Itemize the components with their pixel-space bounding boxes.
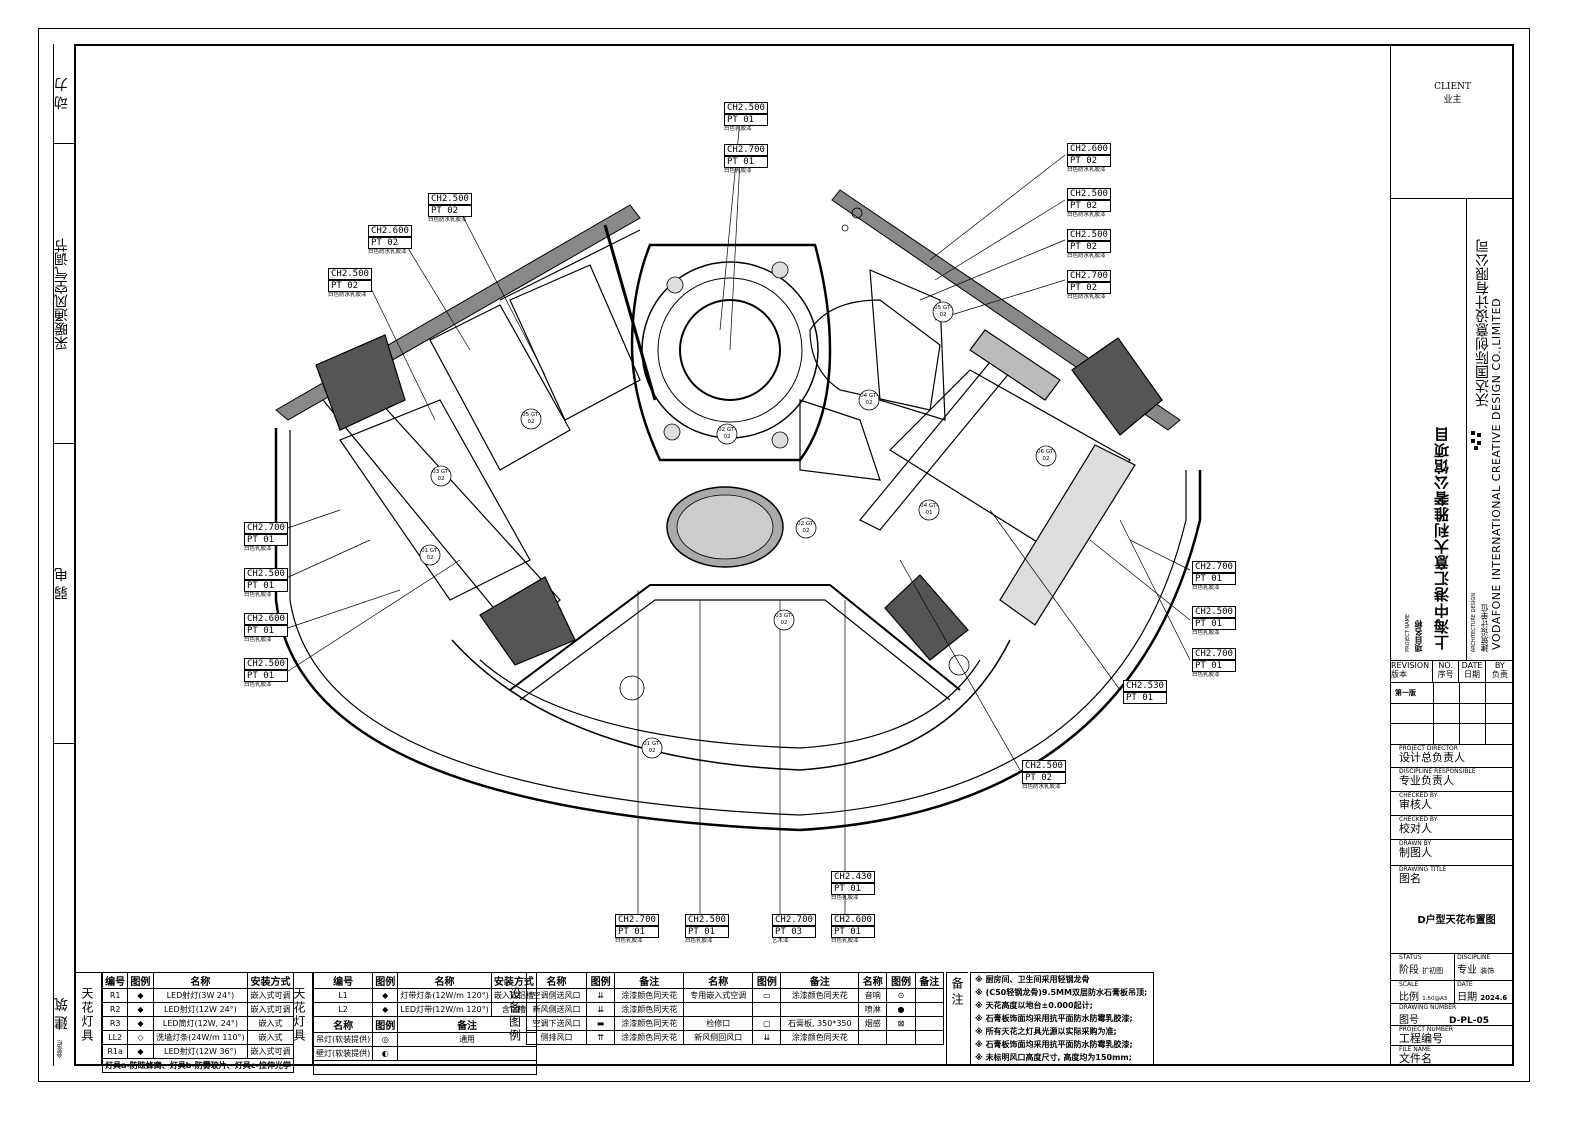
company-logo <box>1471 431 1481 450</box>
table-row: R1◆LED射灯(3W 24°)嵌入式可调 <box>101 988 294 1003</box>
table-row: 空调侧送风口⇊涂漆颜色同天花专用嵌入式空调▭涂漆颜色同天花音响⊙ <box>526 988 945 1003</box>
note-item: ※ 天花高度以地台±0.000起计; <box>975 1001 1093 1010</box>
rev-no-header: NO.序号 <box>1433 661 1460 682</box>
arch-design-label-cn: 建筑设计单位 <box>1480 604 1489 652</box>
client-label-en: CLIENT <box>1434 82 1471 92</box>
arch-design-label-en: ARCHITECTURE DESIGN <box>1471 592 1477 652</box>
signoff-strip: 动 力 采暖通风空气调节 弱 电 建 筑 <box>53 44 75 1066</box>
note-item: ※ 未标明风口高度尺寸, 高度均为150mm; <box>975 1053 1132 1062</box>
company-name-en: VODAFONE INTERNATIONAL CREATIVE DESIGN C… <box>1490 297 1503 650</box>
table-row: 新风侧送风口⇊涂漆颜色同天花喷淋● <box>526 1002 945 1017</box>
drawing-number: D-PL-05 <box>1449 1016 1489 1026</box>
room-tag: 06 GT-02 <box>1037 449 1055 462</box>
note-item: ※ 石膏板饰面均采用抗平面防水防霉乳胶漆; <box>975 1040 1133 1049</box>
signoff-small-label: 会签栏 <box>57 1040 64 1058</box>
room-tag: 03 GT-02 <box>775 613 793 626</box>
lights-note: 灯具a-防眩蜂窝、灯具b-防雾玻片、灯具c-拉伸光学 <box>102 1058 294 1073</box>
note-item: ※ 石膏板饰面均采用抗平面防水防霉乳胶漆; <box>975 1014 1133 1023</box>
notes-label: 备注 <box>950 977 964 1009</box>
table-row: 壁灯(软装提供)◐ <box>312 1046 537 1061</box>
rev-first-entry: 第一版 <box>1395 689 1416 697</box>
client-label-cn: 业主 <box>1443 95 1462 105</box>
table-row: R3◆LED筒灯(12W, 24°)嵌入式 <box>101 1016 294 1031</box>
project-name: 上海中港汇意大利雅奢公馆项目 <box>1433 426 1451 650</box>
title-block: CLIENT 业主 PROJECT NAME 项目名称 上海中港汇意大利雅奢公馆… <box>1390 44 1514 1066</box>
project-name-label-en: PROJECT NAME <box>1405 614 1411 652</box>
lights2-table: 编号图例名称安装方式 L1◆灯带灯条(12W/m 120°)嵌入式铝槽 L2◆L… <box>312 972 537 1075</box>
room-tag: 04 GT-02 <box>860 393 878 406</box>
note-item: ※ (C50轻钢龙骨)9.5MM双层防水石膏板吊顶; <box>975 988 1148 997</box>
legend: 天花灯具 编号图例名称安装方式 R1◆LED射灯(3W 24°)嵌入式可调 R2… <box>74 972 1154 1075</box>
room-tag: 02 GT-02 <box>797 521 815 534</box>
ceiling-plan-drawing <box>274 119 1202 920</box>
room-tag: 03 GT-02 <box>432 469 450 482</box>
table-row: 侧排风口⇈涂漆颜色同天花新风侧回风口⇊涂漆颜色同天花 <box>526 1030 945 1045</box>
table-row: L2◆LED灯带(12W/m 120°)含铝槽 <box>312 1002 537 1017</box>
equipment-legend-label: 设备图例 <box>507 987 522 1043</box>
outer-frame <box>38 28 1530 1082</box>
table-row: R1a◆LED射灯(12W 36°)嵌入式可调 <box>101 1044 294 1059</box>
room-tag: 05 GT-02 <box>522 412 540 425</box>
inner-frame <box>74 44 1514 1066</box>
table-row: R2◆LED射灯(12W 24°)嵌入式可调 <box>101 1002 294 1017</box>
lights2-legend-label: 天花灯具 <box>292 987 306 1043</box>
note-item: ※ 厨房间、卫生间采用轻钢龙骨 <box>975 975 1090 984</box>
table-row: LL2◇洗墙灯条(24W/m 110°)嵌入式 <box>101 1030 294 1045</box>
note-item: ※ 所有天花之灯具光源以实际采购为准; <box>975 1027 1117 1036</box>
table-row: 吊灯(软装提供)◎通用 <box>312 1032 537 1047</box>
room-tag: 02 GT-02 <box>718 427 736 440</box>
notes-list: ※ 厨房间、卫生间采用轻钢龙骨 ※ (C50轻钢龙骨)9.5MM双层防水石膏板吊… <box>970 972 1154 1065</box>
equipment-table: 名称图例备注名称图例备注名称图例备注 空调侧送风口⇊涂漆颜色同天花专用嵌入式空调… <box>526 972 945 1045</box>
lights-legend-label: 天花灯具 <box>80 987 94 1043</box>
room-tag: 01 GT-02 <box>421 548 439 561</box>
lights-table: 编号图例名称安装方式 R1◆LED射灯(3W 24°)嵌入式可调 R2◆LED射… <box>101 972 294 1073</box>
room-tag: 05 GT-02 <box>934 305 952 318</box>
drawing-title: D户型天花布置图 <box>1417 915 1496 926</box>
room-tag: 04 GT-01 <box>920 503 938 516</box>
table-row: L1◆灯带灯条(12W/m 120°)嵌入式铝槽 <box>312 988 537 1003</box>
project-name-label-cn: 项目名称 <box>1414 620 1423 652</box>
room-tag: 01 GT-02 <box>643 741 661 754</box>
